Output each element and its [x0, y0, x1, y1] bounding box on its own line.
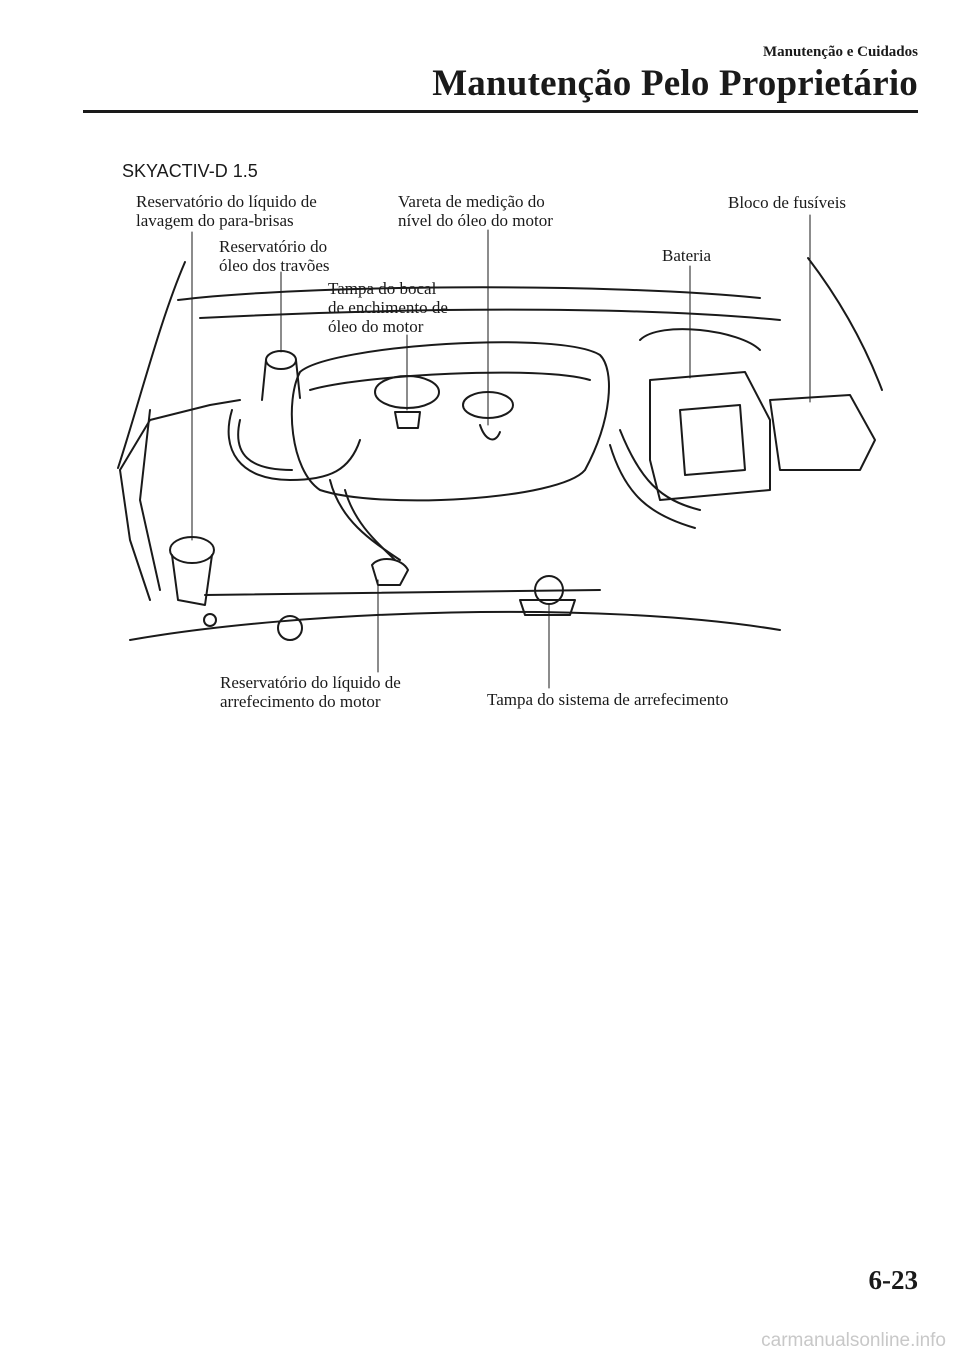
callout-battery: Bateria	[662, 246, 712, 265]
callout-washer-reservoir: Reservatório do líquido de lavagem do pa…	[136, 192, 317, 230]
callout-dipstick: Vareta de medição do nível do óleo do mo…	[398, 192, 553, 230]
engine-label: SKYACTIV-D 1.5	[122, 161, 258, 181]
battery	[649, 371, 771, 501]
footer-link[interactable]: carmanualsonline.info	[761, 1330, 946, 1351]
page-title: Manutenção Pelo Proprietário	[432, 63, 918, 104]
engine-bay-illustration	[117, 214, 883, 689]
callout-brake-fluid: Reservatório do óleo dos travões	[219, 237, 330, 275]
hood-outline	[117, 261, 186, 469]
fender-right	[807, 257, 883, 391]
callout-fuse-block: Bloco de fusíveis	[728, 193, 847, 212]
washer-cap	[169, 536, 215, 564]
section-label: Manutenção e Cuidados	[762, 44, 918, 60]
page-number: 6-23	[868, 1265, 919, 1295]
coolant-reservoir-cap	[371, 558, 409, 586]
title-rule	[83, 110, 918, 113]
callout-coolant-reservoir: Reservatório do líquido de arrefecimento…	[220, 673, 401, 711]
fuse-block	[769, 394, 876, 471]
callout-oil-filler-cap: Tampa do bocal de enchimento de óleo do …	[328, 279, 448, 336]
leader-lines	[191, 214, 811, 689]
engine-cover	[290, 341, 610, 502]
callout-cooling-cap: Tampa do sistema de arrefecimento	[487, 690, 729, 709]
